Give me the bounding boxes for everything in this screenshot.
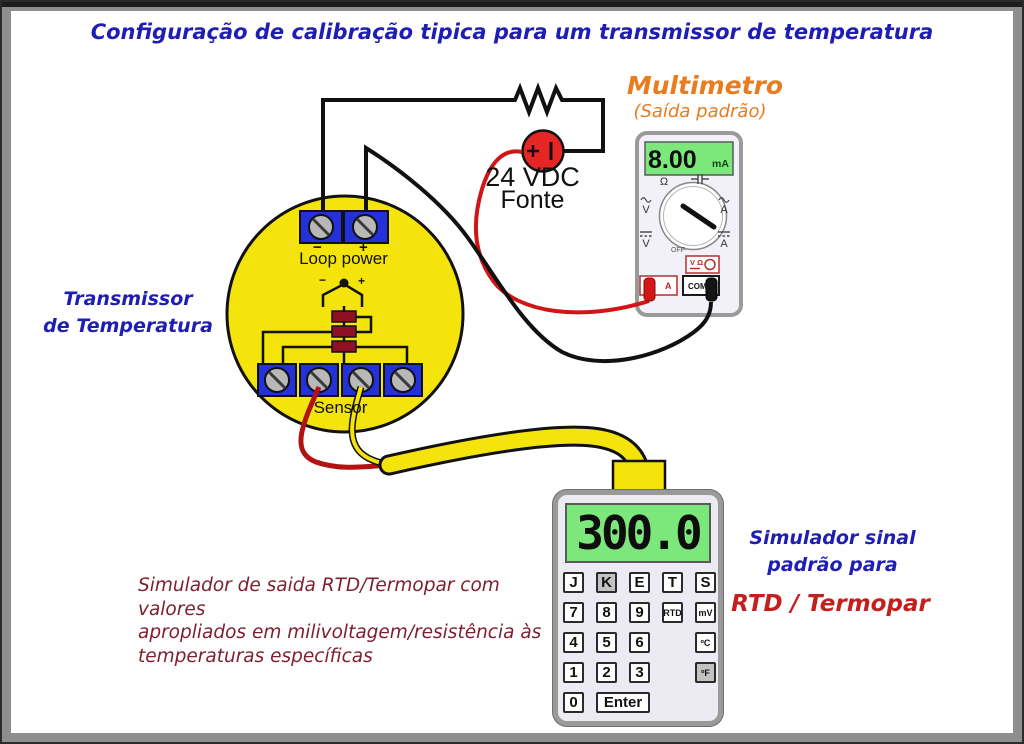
power-supply-label: 24 VDC Fonte <box>455 162 610 214</box>
key-RTD[interactable]: RTD <box>662 602 683 623</box>
multimeter-display-value: 8.00 <box>648 146 697 174</box>
screw-icon <box>389 366 417 394</box>
simulator-display: 300.0 <box>565 503 711 563</box>
key-T[interactable]: T <box>662 572 683 593</box>
sensor-label: Sensor <box>313 398 368 417</box>
dial-dc-amps-label: A <box>720 238 728 250</box>
dc-icon <box>640 231 652 237</box>
svg-text:V Ω: V Ω <box>690 258 703 267</box>
svg-text:COM: COM <box>688 282 707 291</box>
dial-ac-volts-label: V <box>642 204 650 216</box>
dial-ac-amps-label: A <box>720 204 728 216</box>
cable-connector <box>611 459 667 494</box>
key-E[interactable]: E <box>629 572 650 593</box>
key-1[interactable]: 1 <box>563 662 584 683</box>
key-J[interactable]: J <box>563 572 584 593</box>
jack-vohm: V Ω <box>685 255 720 274</box>
key-2[interactable]: 2 <box>596 662 617 683</box>
battery-icon <box>521 129 565 173</box>
sensor-terminal <box>257 363 423 397</box>
simulator-caption-type: RTD / Termopar <box>731 591 930 617</box>
loop-plus-sign: + <box>359 239 368 256</box>
key-8[interactable]: 8 <box>596 602 617 623</box>
key-ºC[interactable]: ºC <box>695 632 716 653</box>
key-5[interactable]: 5 <box>596 632 617 653</box>
screw-icon <box>351 213 379 241</box>
key-9[interactable]: 9 <box>629 602 650 623</box>
screw-icon <box>263 366 291 394</box>
internal-minus-sign: − <box>319 273 327 287</box>
loop-minus-sign: − <box>313 239 322 256</box>
transmitter-internal-circuit <box>261 278 409 364</box>
dial-ohm-label: Ω <box>660 176 668 188</box>
key-S[interactable]: S <box>695 572 716 593</box>
multimeter-display <box>644 141 734 176</box>
ac-wave-icon <box>640 197 652 203</box>
key-7[interactable]: 7 <box>563 602 584 623</box>
multimeter-label: Multimetro <box>626 71 784 100</box>
power-supply-name: Fonte <box>500 186 565 214</box>
black-probe-wire <box>364 144 713 364</box>
resistor-icon <box>331 340 357 353</box>
svg-text:A: A <box>665 281 672 291</box>
key-Enter[interactable]: Enter <box>596 692 650 713</box>
resistor-icon <box>331 325 357 338</box>
multimeter-sublabel: (Saída padrão) <box>633 101 767 122</box>
dial-off-label: OFF <box>671 247 685 254</box>
simulator-caption: Simulador sinal padrão para <box>749 527 916 576</box>
loop-power-label: Loop power <box>299 249 388 268</box>
signal-cable <box>381 428 647 476</box>
dial-knob <box>680 203 717 230</box>
red-probe-plug <box>643 277 656 302</box>
multimeter-display-unit: mA <box>712 158 729 170</box>
loop-power-terminal <box>299 210 389 244</box>
resistor-icon <box>331 310 357 323</box>
dc-icon <box>718 231 730 237</box>
key-4[interactable]: 4 <box>563 632 584 653</box>
key-6[interactable]: 6 <box>629 632 650 653</box>
key-0[interactable]: 0 <box>563 692 584 713</box>
key-mV[interactable]: mV <box>695 602 716 623</box>
jack-com: COM <box>682 275 720 302</box>
internal-plus-sign: + <box>358 274 366 288</box>
capacitor-icon <box>691 174 709 184</box>
key-ºF[interactable]: ºF <box>695 662 716 683</box>
loop-wire <box>321 82 605 226</box>
black-probe-plug <box>705 277 718 302</box>
ac-wave-icon <box>718 197 730 203</box>
multimeter-dial: Ω V A V A OFF <box>640 174 730 254</box>
page-title: Configuração de calibração tipica para u… <box>90 20 934 44</box>
transmitter-label: Transmissor de Temperatura <box>43 288 213 337</box>
screw-icon <box>307 213 335 241</box>
sensor-red-wire <box>298 385 389 470</box>
key-K[interactable]: K <box>596 572 617 593</box>
key-3[interactable]: 3 <box>629 662 650 683</box>
description-text: Simulador de saida RTD/Termopar com valo… <box>138 575 542 667</box>
power-supply-voltage: 24 VDC <box>485 162 580 192</box>
jack-a: A <box>639 275 678 302</box>
dial-dc-volts-label: V <box>642 238 650 250</box>
